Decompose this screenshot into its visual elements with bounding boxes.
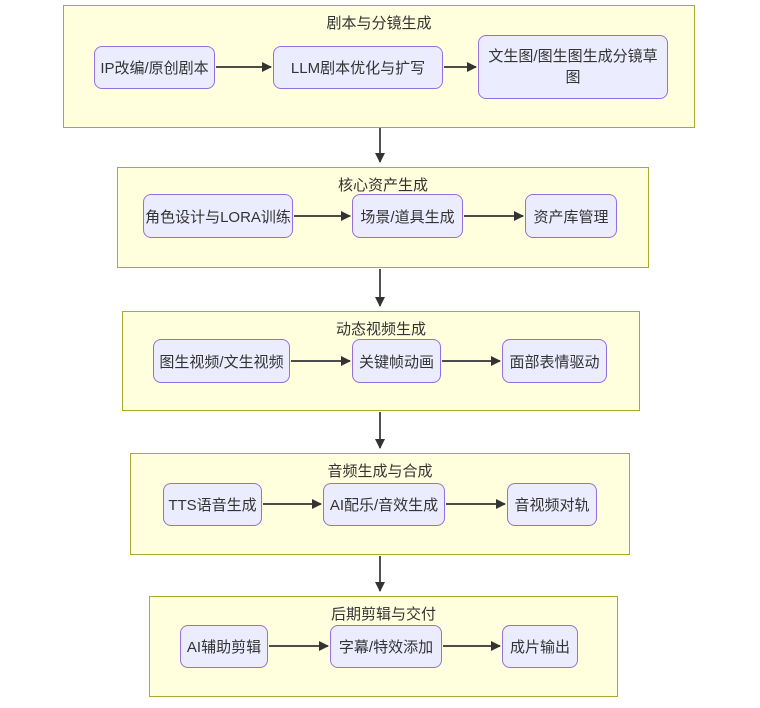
node-subtitle-vfx-adding: 字幕/特效添加 [330, 625, 442, 668]
node-facial-expression-drive: 面部表情驱动 [502, 339, 607, 383]
stage-title: 核心资产生成 [337, 177, 428, 194]
node-audio-video-sync: 音视频对轨 [507, 483, 597, 526]
node-scene-prop-generation: 场景/道具生成 [352, 194, 463, 238]
node-character-design-lora-training: 角色设计与LORA训练 [143, 194, 293, 238]
stage-title: 音频生成与合成 [327, 463, 433, 480]
node-t2i-i2i-storyboard-draft: 文生图/图生图生成分镜草图 [478, 35, 668, 99]
node-llm-script-optimize-expand: LLM剧本优化与扩写 [273, 46, 443, 89]
stage-title: 动态视频生成 [335, 321, 426, 338]
node-ip-adapt-original-script: IP改编/原创剧本 [94, 46, 215, 89]
node-keyframe-animation: 关键帧动画 [352, 339, 441, 383]
node-ai-music-sfx-generation: AI配乐/音效生成 [323, 483, 445, 526]
stage-title: 后期剪辑与交付 [330, 606, 436, 623]
node-i2v-t2v-generation: 图生视频/文生视频 [153, 339, 290, 383]
stage-title: 剧本与分镜生成 [326, 15, 432, 32]
node-asset-library-management: 资产库管理 [525, 194, 617, 238]
node-ai-assisted-editing: AI辅助剪辑 [180, 625, 268, 668]
node-tts-voice-generation: TTS语音生成 [163, 483, 262, 526]
node-final-film-output: 成片输出 [502, 625, 578, 668]
